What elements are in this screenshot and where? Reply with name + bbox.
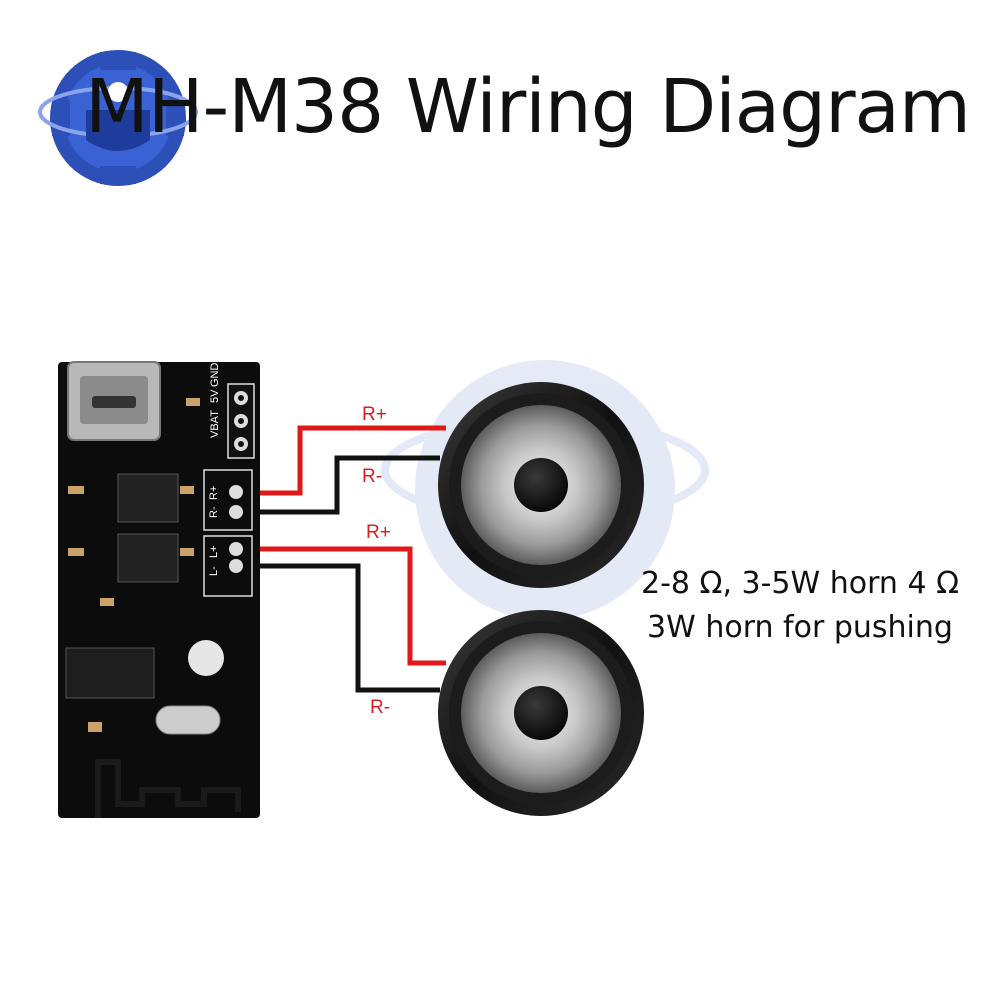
wire-bottom-negative xyxy=(242,563,440,693)
label-top-r-minus: R- xyxy=(362,466,382,487)
label-top-r-plus: R+ xyxy=(362,404,387,425)
speaker-spec-line-1: 2-8 Ω, 3-5W horn 4 Ω xyxy=(640,566,959,601)
pin-label-vbat: VBAT xyxy=(209,410,221,438)
wire-bottom-positive xyxy=(242,546,446,666)
wire-top-negative xyxy=(242,455,440,515)
pcb-board: VBAT 5V GND R+ R- L+ L- xyxy=(58,361,260,818)
label-bottom-r-minus: R- xyxy=(370,697,390,718)
pin-label-r-plus: R+ xyxy=(208,486,220,500)
wire-top-positive xyxy=(242,425,446,496)
label-bottom-r-plus: R+ xyxy=(366,522,391,543)
speaker-spec-line-2: 3W horn for pushing xyxy=(647,610,953,645)
pin-label-r-minus: R- xyxy=(208,506,220,518)
pin-label-l-plus: L+ xyxy=(208,545,220,558)
pin-label-gnd: GND xyxy=(209,363,221,388)
brand-logo xyxy=(38,50,198,186)
speaker-bottom xyxy=(438,610,644,816)
page-title: MH-M38 Wiring Diagram xyxy=(85,64,971,150)
speaker-top xyxy=(438,382,644,588)
pin-label-5v: 5V xyxy=(209,389,221,403)
speaker-spec-note: 2-8 Ω, 3-5W horn 4 Ω 3W horn for pushing xyxy=(600,562,1000,650)
pin-label-l-minus: L- xyxy=(208,566,220,576)
